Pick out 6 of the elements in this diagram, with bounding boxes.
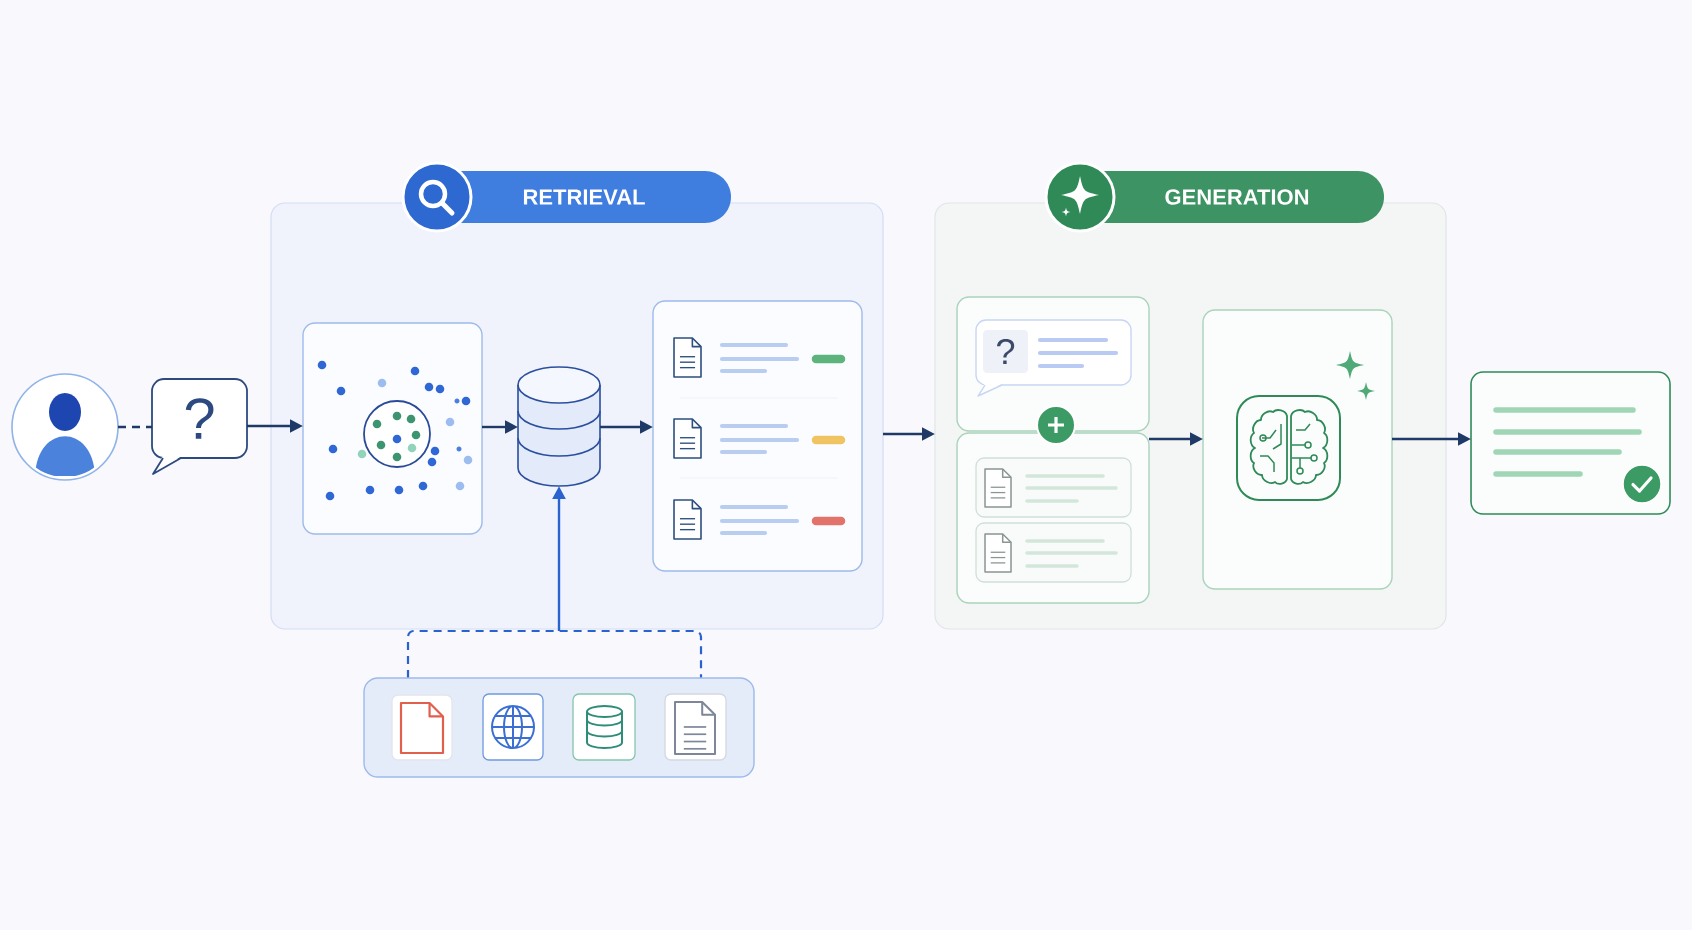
speech-bubble: ?: [975, 319, 1132, 397]
dashed-bracket: [406, 629, 703, 678]
user-avatar: [11, 373, 119, 481]
database-cylinder: [517, 366, 601, 487]
speech-bubble: ?: [151, 378, 248, 475]
connector-line: [118, 425, 152, 429]
